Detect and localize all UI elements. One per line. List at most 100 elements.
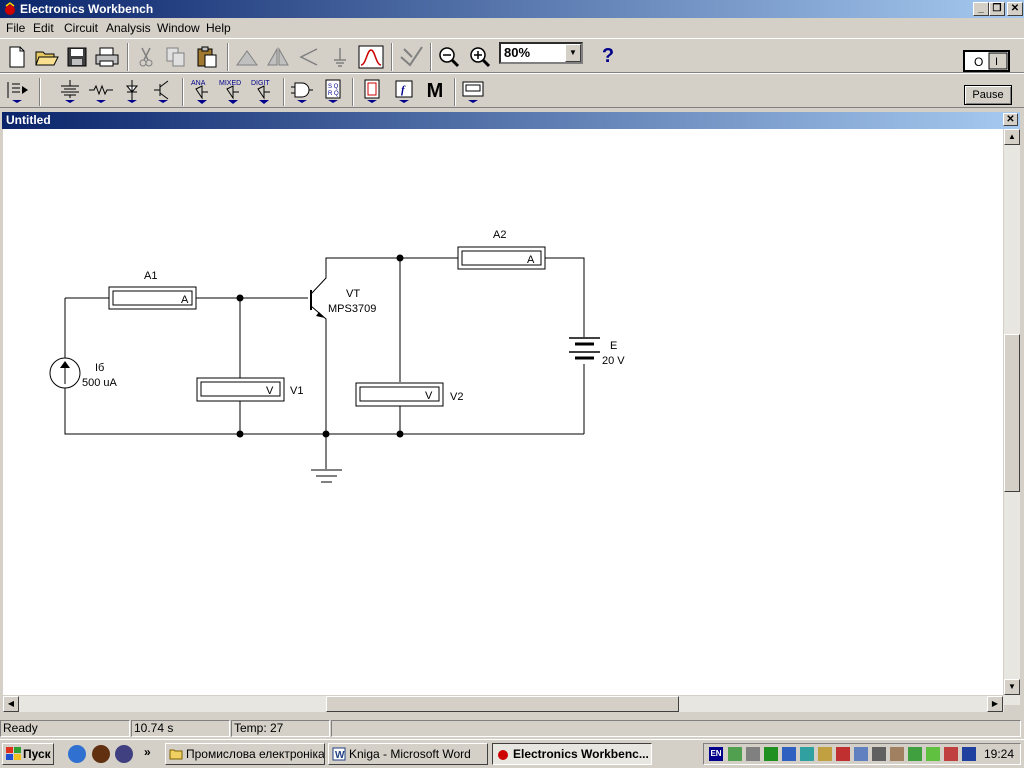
component-properties-button[interactable] [325,42,355,72]
cut-button[interactable] [131,42,161,72]
horizontal-scrollbar[interactable]: ◀ ▶ [3,696,1004,712]
tray-app-icon[interactable] [854,747,868,761]
transistors-bin-button[interactable] [148,76,178,106]
wire [64,388,584,435]
tray-app-icon[interactable] [818,747,832,761]
sources-bin-button[interactable] [55,76,85,106]
minimize-button[interactable]: _ [973,2,989,16]
tray-app-icon[interactable] [836,747,850,761]
instruments-bin-button[interactable] [458,76,488,106]
horizontal-scroll-thumb[interactable] [326,696,679,712]
voltmeter-v2[interactable] [355,382,444,407]
digital-ics-bin-button[interactable]: DIGIT [249,76,279,106]
quicklaunch-more-icon[interactable]: » [144,745,151,759]
tray-printer-icon[interactable] [746,747,760,761]
vertical-scroll-thumb[interactable] [1004,334,1020,492]
zoom-in-button[interactable] [465,42,495,72]
task-folder[interactable]: Промислова електроніка [165,743,325,765]
save-button[interactable] [62,42,92,72]
basic-bin-button[interactable] [86,76,116,106]
tray-app-icon[interactable] [728,747,742,761]
menu-circuit[interactable]: Circuit [64,21,99,35]
start-button[interactable]: Пуск [2,743,54,765]
printer-icon [95,47,119,67]
ammeter-a2[interactable] [457,246,546,270]
status-time: 10.74 s [131,720,230,737]
scroll-right-icon[interactable]: ▶ [987,696,1003,712]
new-file-icon [9,46,25,68]
tray-app-icon[interactable] [944,747,958,761]
zoom-out-button[interactable] [434,42,464,72]
word-icon: W [332,747,346,761]
clock: 19:24 [983,747,1014,761]
tray-network-icon[interactable] [800,747,814,761]
print-button[interactable] [92,42,122,72]
scroll-up-icon[interactable]: ▲ [1004,129,1020,145]
analysis-graphs-button[interactable] [356,42,386,72]
menu-analysis[interactable]: Analysis [106,21,151,35]
close-button[interactable]: ✕ [1007,2,1023,16]
svg-text:S Q: S Q [328,84,339,90]
pause-button[interactable]: Pause [964,85,1012,105]
tray-app-icon[interactable] [908,747,922,761]
svg-text:W: W [335,750,345,761]
document-close-button[interactable]: ✕ [1003,113,1018,126]
menu-file[interactable]: File [6,21,26,35]
task-word[interactable]: W Kniga - Microsoft Word [328,743,488,765]
junction-dot [322,430,330,438]
task-ewb[interactable]: Electronics Workbenc... [492,743,652,765]
analog-ics-bin-button[interactable]: ANA [187,76,217,106]
zoom-dropdown-icon[interactable]: ▼ [565,44,581,62]
status-state: Ready [0,720,130,737]
transistor-collector-wire [310,257,458,295]
controls-bin-button[interactable]: f [389,76,419,106]
circuit-canvas[interactable]: A A V V A1 A2 V1 V2 VT MPS3709 Iб 500 uA… [3,129,1003,695]
favorites-bin-button[interactable] [2,76,32,106]
voltmeter-v1[interactable] [196,377,285,402]
rotate-button[interactable] [232,42,262,72]
ie-icon[interactable] [68,745,86,763]
zoom-select[interactable]: 80% ▼ [499,42,583,64]
menu-edit[interactable]: Edit [33,21,54,35]
tray-app-icon[interactable] [764,747,778,761]
miscellaneous-bin-button[interactable]: M [420,76,450,106]
flip-vertical-button[interactable] [294,42,324,72]
zoom-value: 80% [504,45,531,60]
tray-app-icon[interactable] [926,747,940,761]
battery-e[interactable] [569,337,600,360]
menu-window[interactable]: Window [157,21,200,35]
language-indicator[interactable]: EN [709,747,723,761]
logic-gates-bin-button[interactable] [287,76,317,106]
menu-help[interactable]: Help [206,21,231,35]
scroll-left-icon[interactable]: ◀ [3,696,19,712]
copy-icon [166,47,185,67]
tray-app-icon[interactable] [962,747,976,761]
current-source[interactable] [49,357,81,389]
tray-app-icon[interactable] [872,747,886,761]
scroll-down-icon[interactable]: ▼ [1004,679,1020,695]
flip-horizontal-button[interactable] [263,42,293,72]
junction-dot [236,430,244,438]
sources-bin-icon [61,80,79,103]
open-button[interactable] [32,42,62,72]
quicklaunch-icon[interactable] [115,745,133,763]
tray-volume-icon[interactable] [890,747,904,761]
component-properties-icon [334,48,346,67]
vertical-scrollbar[interactable]: ▲ ▼ [1004,129,1020,705]
paste-button[interactable] [192,42,222,72]
new-button[interactable] [2,42,32,72]
diodes-bin-button[interactable] [117,76,147,106]
media-icon[interactable] [92,745,110,763]
ammeter-a1[interactable] [108,286,197,310]
restore-button[interactable]: ❐ [989,2,1005,16]
create-subcircuit-button[interactable] [396,42,426,72]
tray-app-icon[interactable] [782,747,796,761]
indicators-bin-button[interactable] [357,76,387,106]
v2-label: V2 [450,391,463,403]
subcircuit-icon [400,46,423,67]
help-button[interactable]: ? [593,41,623,71]
mixed-ics-bin-button[interactable]: MIXED [218,76,248,106]
copy-button[interactable] [161,42,191,72]
